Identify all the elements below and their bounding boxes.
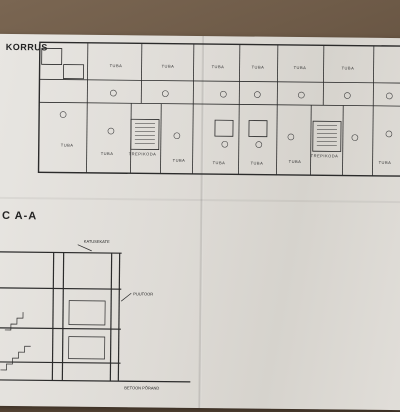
room-label: TUBA [289,159,302,164]
section-title: C A-A [1,209,38,223]
room-label: TUBA [61,143,74,148]
room-labels: TUBA TUBA TUBA TUBA TUBA TUBA TUBA TUBA … [61,63,392,166]
room-label: TUBA [251,161,264,166]
ground-label: BETOON PÕRAND [124,385,160,391]
section-drawing [0,244,191,383]
room-label: TUBA [213,160,226,165]
room-label: TUBA [252,65,265,70]
roof-label: KATUSEKATE [83,238,110,245]
room-label: TUBA [101,151,114,156]
room-label: TUBA [294,65,307,70]
floor-label: PUUTOOR [133,291,154,297]
room-label: TUBA [212,64,225,69]
blueprint-sheet: KORRUS [0,33,400,411]
floor-plan: TUBA TUBA TUBA TUBA TUBA TUBA TUBA TUBA … [37,41,400,177]
room-label: TUBA [173,158,186,163]
room-label: TUBA [379,160,392,165]
room-label: TUBA [162,64,175,69]
stair-label: TREPIKODA [311,153,339,158]
room-label: TUBA [342,65,355,70]
room-label: TUBA [110,63,123,68]
stair-label: TREPIKODA [129,151,157,156]
